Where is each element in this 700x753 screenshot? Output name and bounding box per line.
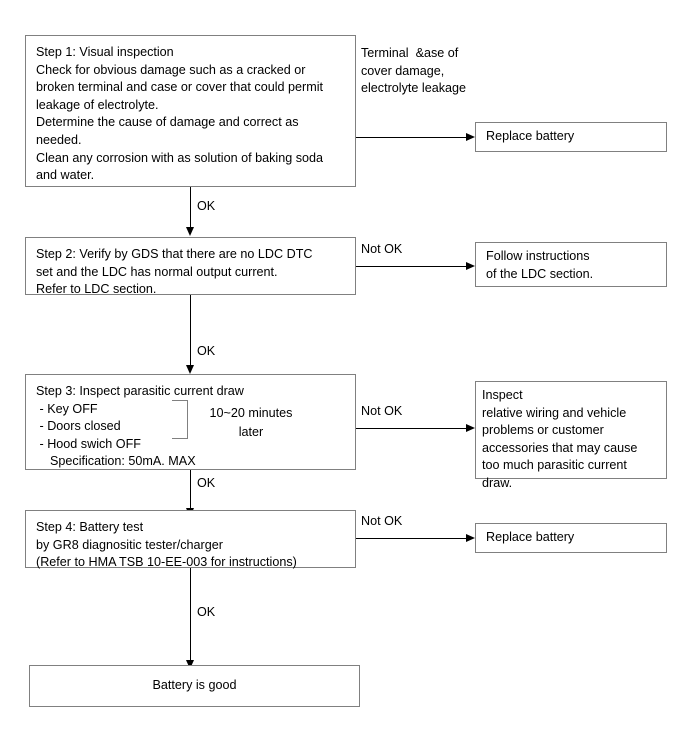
node-battery-good-text: Battery is good <box>152 678 237 693</box>
connector-step3-to-inspect-wiring <box>356 428 467 429</box>
node-step1: Step 1: Visual inspection Check for obvi… <box>25 35 356 187</box>
edge-label-step4-ok: OK <box>197 605 216 619</box>
node-replace-battery-1: Replace battery <box>475 122 667 152</box>
node-replace-battery-2: Replace battery <box>475 523 667 553</box>
node-follow-ldc: Follow instructions of the LDC section. <box>475 242 667 287</box>
node-step2: Step 2: Verify by GDS that there are no … <box>25 237 356 296</box>
edge-label-step3-ok: OK <box>197 476 216 490</box>
edge-label-step2-ok: OK <box>197 344 216 358</box>
edge-label-step1-fail: Terminal &ase of cover damage, electroly… <box>361 46 467 96</box>
node-replace-battery-1-text: Replace battery <box>486 129 575 143</box>
node-replace-battery-2-text: Replace battery <box>486 530 575 544</box>
connector-step1-to-step2 <box>190 187 191 229</box>
arrowhead-step4-to-battery-good <box>186 660 194 669</box>
node-step2-text: Step 2: Verify by GDS that there are no … <box>36 247 313 297</box>
edge-label-step4-not-ok: Not OK <box>361 514 403 528</box>
arrowhead-step2-to-follow-ldc <box>466 261 475 270</box>
node-step3: Step 3: Inspect parasitic current draw -… <box>25 374 356 470</box>
connector-step3-to-step4 <box>190 470 191 510</box>
edge-label-step3-not-ok: Not OK <box>361 404 403 418</box>
connector-step1-to-replace-battery <box>356 137 467 138</box>
node-follow-ldc-text: Follow instructions of the LDC section. <box>486 249 594 281</box>
arrowhead-step1-to-replace-battery <box>466 132 475 141</box>
node-step3-text: Step 3: Inspect parasitic current draw -… <box>36 384 244 469</box>
grouping-bracket-icon <box>172 400 188 439</box>
node-battery-good: Battery is good <box>29 665 360 707</box>
node-step1-text: Step 1: Visual inspection Check for obvi… <box>36 45 324 183</box>
arrowhead-step1-to-step2 <box>186 227 194 236</box>
arrowhead-step2-to-step3 <box>186 365 194 374</box>
connector-step4-to-replace-battery <box>356 538 467 539</box>
node-step4: Step 4: Battery test by GR8 diagnositic … <box>25 510 356 569</box>
node-inspect-wiring-text: Inspect relative wiring and vehicle prob… <box>482 388 638 490</box>
arrowhead-step4-to-replace-battery <box>466 533 475 542</box>
node-step4-text: Step 4: Battery test by GR8 diagnositic … <box>36 520 297 570</box>
connector-step2-to-step3 <box>190 295 191 367</box>
connector-step2-to-follow-ldc <box>356 266 467 267</box>
edge-label-step2-not-ok: Not OK <box>361 242 403 256</box>
arrowhead-step3-to-inspect-wiring <box>466 423 475 432</box>
connector-step4-to-battery-good <box>190 568 191 662</box>
edge-label-step1-ok: OK <box>197 199 216 213</box>
node-inspect-wiring: Inspect relative wiring and vehicle prob… <box>475 381 667 490</box>
node-step3-side-note: 10~20 minutes later <box>209 406 293 439</box>
